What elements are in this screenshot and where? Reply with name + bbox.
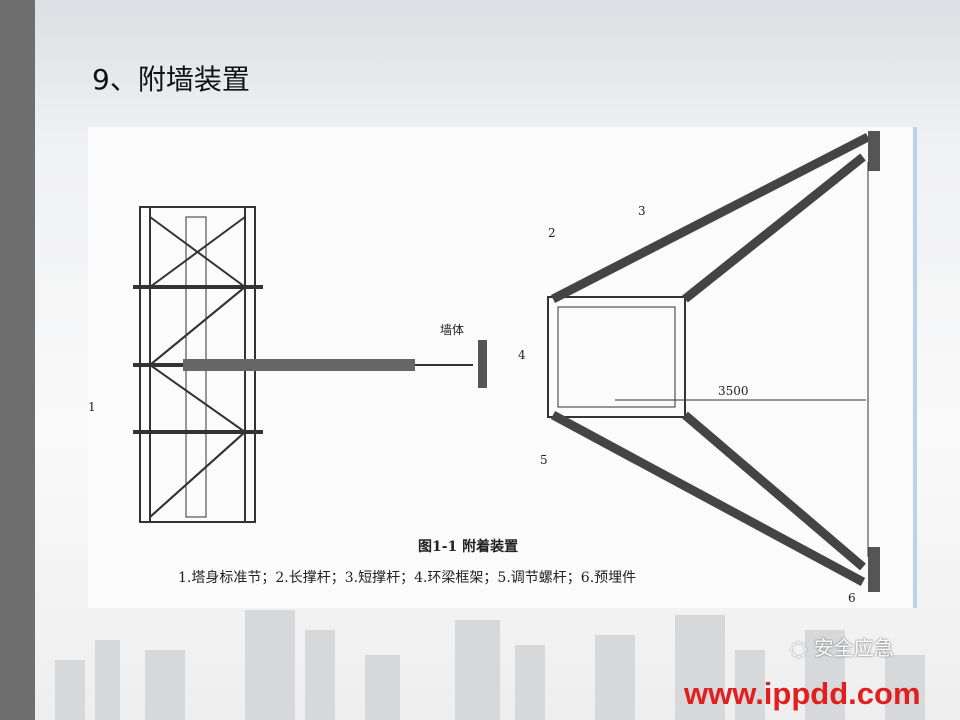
diagram: 墙体 1 3500 2 3 4 5 6 图1-1 附着装置 1.塔身标准节；2.… xyxy=(88,131,880,605)
wechat-icon: ◌ xyxy=(790,636,814,660)
figure-legend: 1.塔身标准节；2.长撑杆；3.短撑杆；4.环梁框架；5.调节螺杆；6.预埋件 xyxy=(178,570,636,586)
embedded-parts xyxy=(868,131,880,592)
dimension-label: 3500 xyxy=(718,384,749,398)
left-sidebar-bar xyxy=(0,0,35,720)
figure-caption: 图1-1 附着装置 xyxy=(418,538,518,555)
wall-label: 墙体 xyxy=(440,323,464,337)
slide-title: 9、附墙装置 xyxy=(92,63,250,96)
callout-6: 6 xyxy=(848,591,856,605)
ring-frame xyxy=(547,296,686,418)
city-skyline-decoration xyxy=(55,610,925,720)
wall xyxy=(478,340,487,388)
callout-5: 5 xyxy=(540,453,548,467)
callout-3: 3 xyxy=(638,204,646,218)
callout-4: 4 xyxy=(518,348,526,362)
callout-1: 1 xyxy=(88,400,96,414)
callout-2: 2 xyxy=(548,226,556,240)
strut-rod xyxy=(183,359,415,371)
watermark-account: ◌ 安全应急 xyxy=(790,636,894,660)
attachment-device-figure: 墙体 1 3500 2 3 4 5 6 图1-1 附着装置 1.塔身标准节；2.… xyxy=(88,127,917,608)
watermark-site: www.ippdd.com xyxy=(684,676,921,711)
struts xyxy=(550,132,871,586)
